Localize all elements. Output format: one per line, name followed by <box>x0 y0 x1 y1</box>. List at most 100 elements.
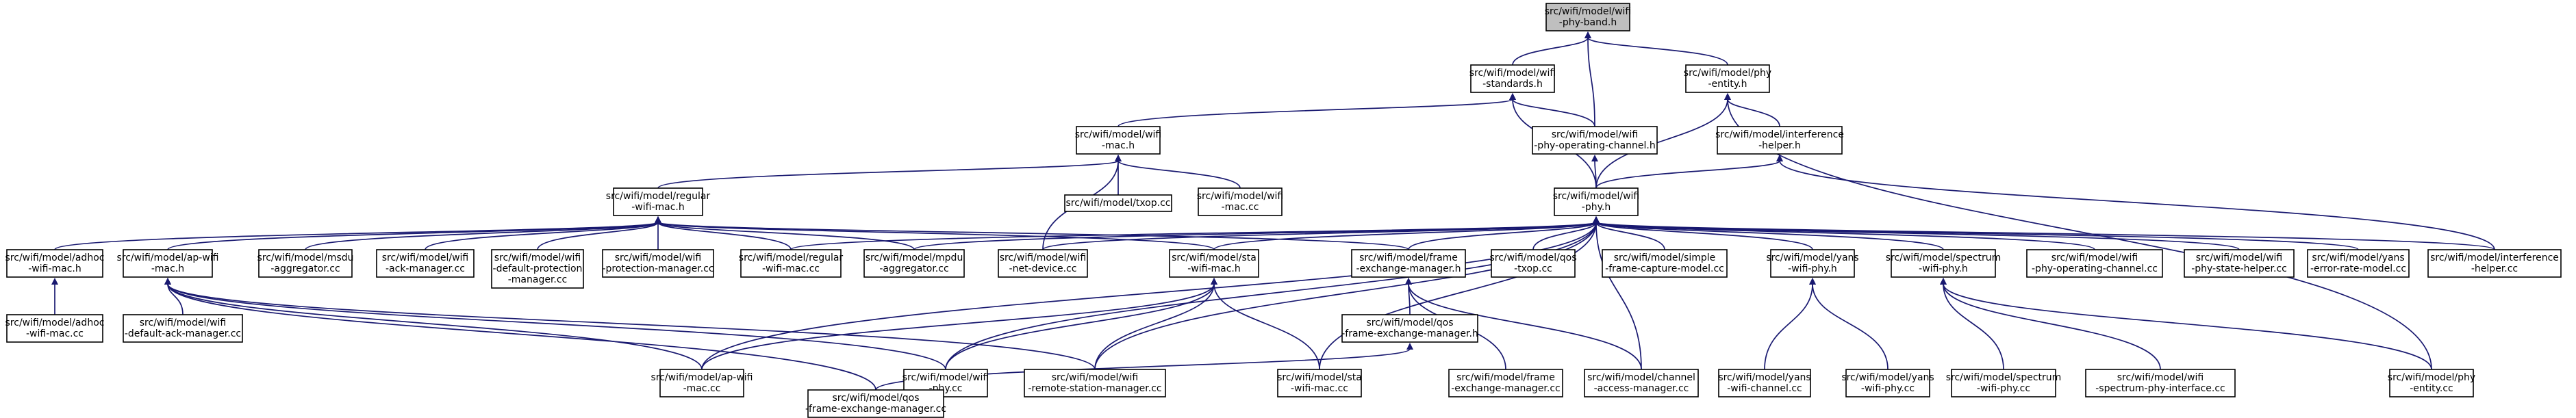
node-label-line: -mac.cc <box>1222 202 1259 213</box>
node-regmaccc[interactable]: src/wifi/model/regular-wifi-mac.cc <box>739 249 844 278</box>
edge-apmach-to-apmaccc <box>164 278 703 370</box>
node-box <box>1470 64 1555 93</box>
node-box <box>123 249 213 278</box>
node-label-line: -error-rate-model.cc <box>2310 263 2406 274</box>
node-stamach[interactable]: src/wifi/model/sta-wifi-mac.h <box>1169 249 1259 278</box>
node-apmaccc[interactable]: src/wifi/model/ap-wifi-mac.cc <box>651 369 753 397</box>
node-regmach[interactable]: src/wifi/model/regular-wifi-mac.h <box>606 187 711 216</box>
node-adhoccc[interactable]: src/wifi/model/adhoc-wifi-mac.cc <box>5 314 105 343</box>
node-label-line: src/wifi/model/adhoc <box>5 252 105 263</box>
node-box <box>807 389 944 418</box>
node-qosfemcc[interactable]: src/wifi/model/qos-frame-exchange-manage… <box>805 389 946 418</box>
node-label-line: -exchange-manager.cc <box>1451 383 1561 394</box>
node-label-line: src/wifi/model/phy <box>1684 68 1771 79</box>
node-statehelp[interactable]: src/wifi/model/wifi-phy-state-helper.cc <box>2184 249 2295 278</box>
edge-band-to-standards <box>1512 31 1591 66</box>
node-box <box>2026 249 2163 278</box>
node-label-line: -entity.cc <box>2410 383 2453 394</box>
node-label-line: -aggregator.cc <box>879 263 948 274</box>
node-specphyh[interactable]: src/wifi/model/spectrum-wifi-phy.h <box>1886 249 2002 278</box>
node-interfh[interactable]: src/wifi/model/interference-helper.h <box>1715 126 1844 155</box>
node-box <box>2085 369 2236 397</box>
node-specphycc[interactable]: src/wifi/model/spectrum-wifi-phy.cc <box>1946 369 2062 397</box>
node-label-line: src/wifi/model/yans <box>1841 372 1934 383</box>
node-band[interactable]: src/wifi/model/wifi-phy-band.h <box>1545 3 1632 31</box>
node-label-line: src/wifi/model/frame <box>1456 372 1555 383</box>
node-label-line: src/wifi/model/wifi <box>1052 372 1139 383</box>
node-yansphyh[interactable]: src/wifi/model/yans-wifi-phy.h <box>1766 249 1859 278</box>
node-label-line: src/wifi/model/interference <box>1715 129 1844 140</box>
node-capture[interactable]: src/wifi/model/simple-frame-capture-mode… <box>1602 249 1728 278</box>
node-label-line: -wifi-mac.cc <box>762 263 820 274</box>
node-opchancc[interactable]: src/wifi/model/wifi-phy-operating-channe… <box>2026 249 2163 278</box>
node-stamaccc[interactable]: src/wifi/model/sta-wifi-mac.cc <box>1277 369 1362 397</box>
node-defack[interactable]: src/wifi/model/wifi-default-ack-manager.… <box>123 314 243 343</box>
node-box <box>1491 249 1576 278</box>
node-adhoch[interactable]: src/wifi/model/adhoc-wifi-mac.h <box>5 249 105 278</box>
node-box <box>1770 249 1855 278</box>
node-remsta[interactable]: src/wifi/model/wifi-remote-station-manag… <box>1024 369 1166 397</box>
node-box <box>1951 369 2056 397</box>
node-label-line: src/wifi/model/wifi <box>615 252 702 263</box>
node-layer: src/wifi/model/wifi-phy-band.h src/wifi/m… <box>5 3 2562 418</box>
edge-phyh-to-apmaccc <box>701 216 1600 370</box>
node-protmgr[interactable]: src/wifi/model/wifi-protection-manager.c… <box>602 249 714 278</box>
node-label-line: -frame-exchange-manager.cc <box>805 404 946 415</box>
edge-stamach-to-phycc <box>945 278 1217 370</box>
node-label-line: -ack-manager.cc <box>386 263 465 274</box>
node-standards[interactable]: src/wifi/model/wifi-standards.h <box>1469 64 1556 93</box>
edge-apmach-to-phycc <box>164 278 946 370</box>
node-label-line: src/wifi/model/wifi <box>2117 372 2204 383</box>
node-qosfemh[interactable]: src/wifi/model/qos-frame-exchange-manage… <box>1341 314 1478 343</box>
edge-apmach-to-qosfemcc <box>164 278 876 391</box>
node-opchanh[interactable]: src/wifi/model/wifi-phy-operating-channe… <box>1532 126 1658 155</box>
node-femcc[interactable]: src/wifi/model/frame-exchange-manager.cc <box>1448 369 1563 397</box>
node-chanacc[interactable]: src/wifi/model/channel-access-manager.cc <box>1584 369 1699 397</box>
node-defprot[interactable]: src/wifi/model/wifi-default-protection-m… <box>491 249 584 289</box>
edge-phyh-to-capture <box>1593 216 1665 250</box>
node-label-line: src/wifi/model/msdu <box>257 252 353 263</box>
node-txopcc[interactable]: src/wifi/model/txop.cc <box>1064 194 1172 212</box>
node-label-line: -phy-operating-channel.cc <box>2032 263 2158 274</box>
node-phyentity[interactable]: src/wifi/model/phy-entity.h <box>1684 64 1771 93</box>
node-label-line: -helper.h <box>1758 140 1801 151</box>
node-mach[interactable]: src/wifi/model/wifi-mac.h <box>1075 126 1162 155</box>
edge-phyh-to-netdev <box>1042 216 1600 250</box>
node-label-line: -manager.cc <box>508 274 568 285</box>
node-phyentcc[interactable]: src/wifi/model/phy-entity.cc <box>2388 369 2475 397</box>
node-mpdu[interactable]: src/wifi/model/mpdu-aggregator.cc <box>863 249 965 278</box>
node-box <box>1169 249 1259 278</box>
edge-stamach-to-apmaccc <box>701 278 1217 370</box>
node-label-line: -wifi-phy.cc <box>1861 383 1915 394</box>
node-label-line: src/wifi/model/regular <box>606 191 711 202</box>
node-label-line: -remote-station-manager.cc <box>1028 383 1161 394</box>
node-maccc[interactable]: src/wifi/model/wifi-mac.cc <box>1197 187 1284 216</box>
node-qostxop[interactable]: src/wifi/model/qos-txop.cc <box>1489 249 1577 278</box>
node-phyh[interactable]: src/wifi/model/wifi-phy.h <box>1553 187 1640 216</box>
node-label-line: src/wifi/model/ap-wifi <box>651 372 753 383</box>
node-interfcc[interactable]: src/wifi/model/interference-helper.cc <box>2427 249 2562 278</box>
node-label-line: -access-manager.cc <box>1594 383 1689 394</box>
node-label-line: -wifi-mac.cc <box>26 328 84 339</box>
node-specif[interactable]: src/wifi/model/wifi-spectrum-phy-interfa… <box>2085 369 2236 397</box>
node-box <box>6 249 103 278</box>
node-box <box>258 249 353 278</box>
node-label-line: -phy.h <box>1582 202 1611 213</box>
node-ackmgr[interactable]: src/wifi/model/wifi-ack-manager.cc <box>376 249 475 278</box>
node-label-line: src/wifi/model/regular <box>739 252 844 263</box>
node-box <box>1718 369 1811 397</box>
edge-opchanh-to-phyh <box>1591 155 1599 189</box>
node-label-line: src/wifi/model/qos <box>1489 252 1576 263</box>
node-label-line: src/wifi/model/frame <box>1359 252 1458 263</box>
node-apmach[interactable]: src/wifi/model/ap-wifi-mac.h <box>116 249 219 278</box>
node-yanserr[interactable]: src/wifi/model/yans-error-rate-model.cc <box>2307 249 2410 278</box>
node-netdev[interactable]: src/wifi/model/wifi-net-device.cc <box>998 249 1088 278</box>
node-yansphycc[interactable]: src/wifi/model/yans-wifi-phy.cc <box>1841 369 1934 397</box>
node-femh[interactable]: src/wifi/model/frame-exchange-manager.h <box>1351 249 1466 278</box>
node-msdu[interactable]: src/wifi/model/msdu-aggregator.cc <box>257 249 354 278</box>
node-label-line: src/wifi/model/txop.cc <box>1066 198 1171 209</box>
node-box <box>123 314 243 343</box>
edge-standards-to-mach <box>1117 93 1516 127</box>
node-yanschan[interactable]: src/wifi/model/yans-wifi-channel.cc <box>1718 369 1811 397</box>
